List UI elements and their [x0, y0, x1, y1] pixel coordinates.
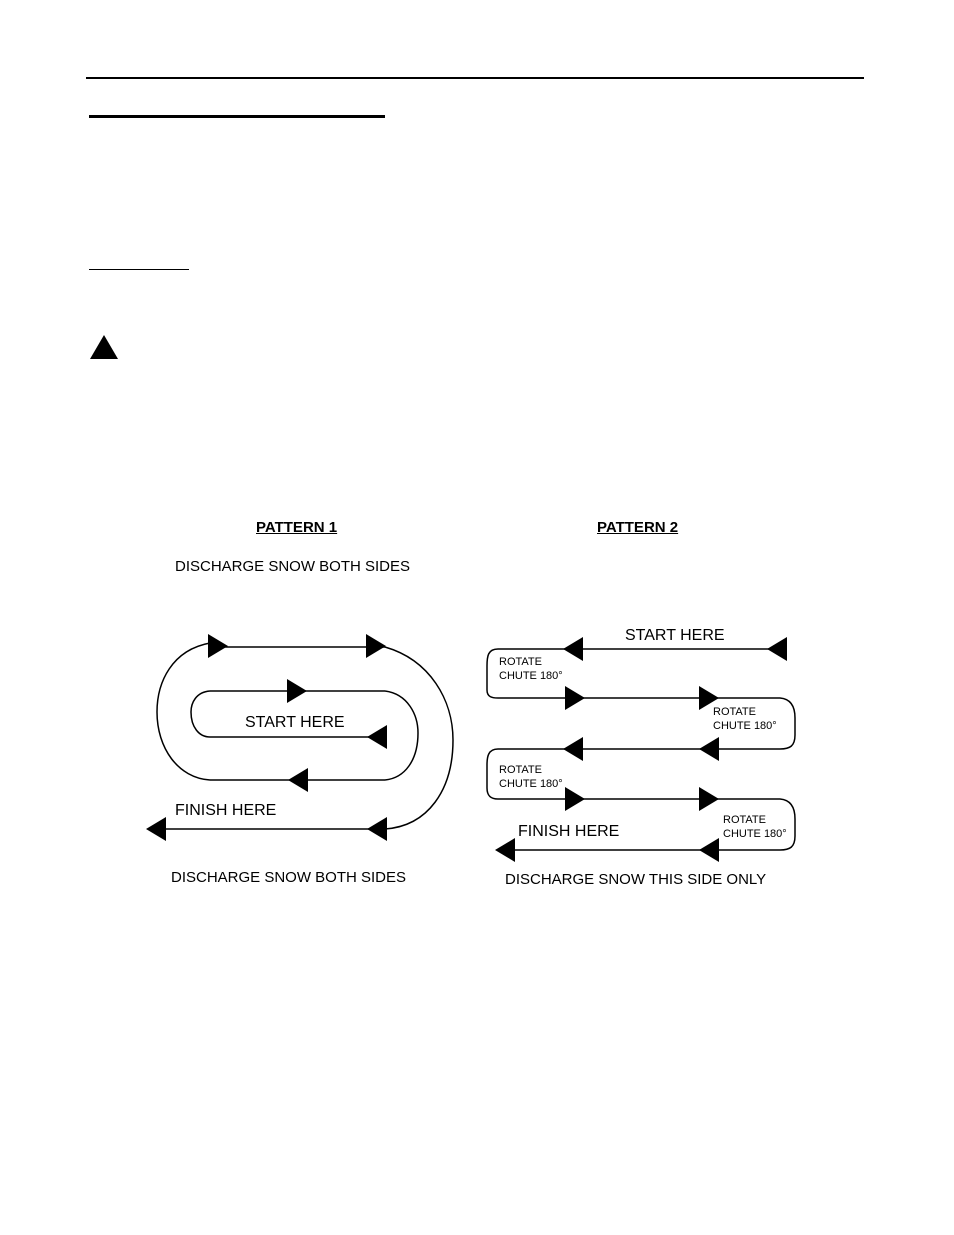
pattern-2-finish-label: FINISH HERE — [518, 823, 620, 840]
rotate-label-line1: ROTATE — [713, 706, 756, 718]
rotate-label-line2: CHUTE 180° — [499, 778, 563, 790]
pattern-1-bottom-caption: DISCHARGE SNOW BOTH SIDES — [171, 869, 407, 886]
p1-inner-left-curve — [190, 690, 211, 738]
p1-arrowhead-left-icon — [367, 725, 387, 749]
pattern-2-start-label: START HERE — [625, 627, 725, 644]
p2-arrowhead-right-icon — [699, 787, 719, 811]
p1-outer-left-curve — [156, 642, 211, 781]
p2-right-turn-1 — [718, 697, 796, 750]
p1-outer-right-curve — [384, 646, 454, 830]
p1-arrowhead-right-icon — [287, 679, 307, 703]
p2-arrowhead-left-icon — [699, 737, 719, 761]
rotate-label-line2: CHUTE 180° — [499, 670, 563, 682]
pattern-1-path — [156, 642, 454, 830]
pattern-1-top-caption: DISCHARGE SNOW BOTH SIDES — [175, 558, 411, 575]
section-heading-rule — [89, 115, 385, 118]
warning-triangle-icon — [90, 335, 118, 359]
p1-arrowhead-left-icon — [367, 817, 387, 841]
rotate-chute-label-1: ROTATE CHUTE 180° — [499, 655, 563, 683]
p2-left-turn-2 — [486, 748, 565, 800]
pattern-1-arrowheads — [146, 634, 387, 841]
pattern-2-arrowheads — [495, 637, 787, 862]
rotate-label-line2: CHUTE 180° — [723, 828, 787, 840]
p2-left-turn-1 — [486, 648, 565, 699]
p1-inner-right-curve — [384, 690, 419, 781]
p2-arrowhead-left-icon — [495, 838, 515, 862]
p1-arrowhead-left-icon — [146, 817, 166, 841]
p2-arrowhead-left-icon — [699, 838, 719, 862]
pattern-2-bottom-caption: DISCHARGE SNOW THIS SIDE ONLY — [505, 871, 767, 888]
p2-arrowhead-right-icon — [565, 787, 585, 811]
rotate-chute-label-3: ROTATE CHUTE 180° — [499, 763, 563, 791]
header-rule — [86, 77, 864, 79]
p1-arrowhead-right-icon — [208, 634, 228, 658]
pattern-2-title: PATTERN 2 — [597, 519, 679, 536]
p1-arrowhead-left-icon — [288, 768, 308, 792]
rotate-label-line2: CHUTE 180° — [713, 720, 777, 732]
p2-right-turn-2 — [718, 798, 796, 851]
p2-arrowhead-left-icon — [563, 637, 583, 661]
pattern-1-title: PATTERN 1 — [256, 519, 338, 536]
rotate-label-line1: ROTATE — [723, 814, 766, 826]
p1-arrowhead-right-icon — [366, 634, 386, 658]
p2-arrowhead-left-icon — [767, 637, 787, 661]
pattern-1-start-label: START HERE — [245, 714, 345, 731]
pattern-2-path — [486, 648, 796, 851]
rotate-label-line1: ROTATE — [499, 764, 542, 776]
p2-arrowhead-right-icon — [699, 686, 719, 710]
rotate-chute-label-2: ROTATE CHUTE 180° — [713, 705, 777, 733]
rotate-chute-label-4: ROTATE CHUTE 180° — [723, 813, 787, 841]
subheading-rule — [89, 269, 189, 270]
p2-arrowhead-left-icon — [563, 737, 583, 761]
rotate-label-line1: ROTATE — [499, 656, 542, 668]
pattern-1-finish-label: FINISH HERE — [175, 802, 277, 819]
p2-arrowhead-right-icon — [565, 686, 585, 710]
